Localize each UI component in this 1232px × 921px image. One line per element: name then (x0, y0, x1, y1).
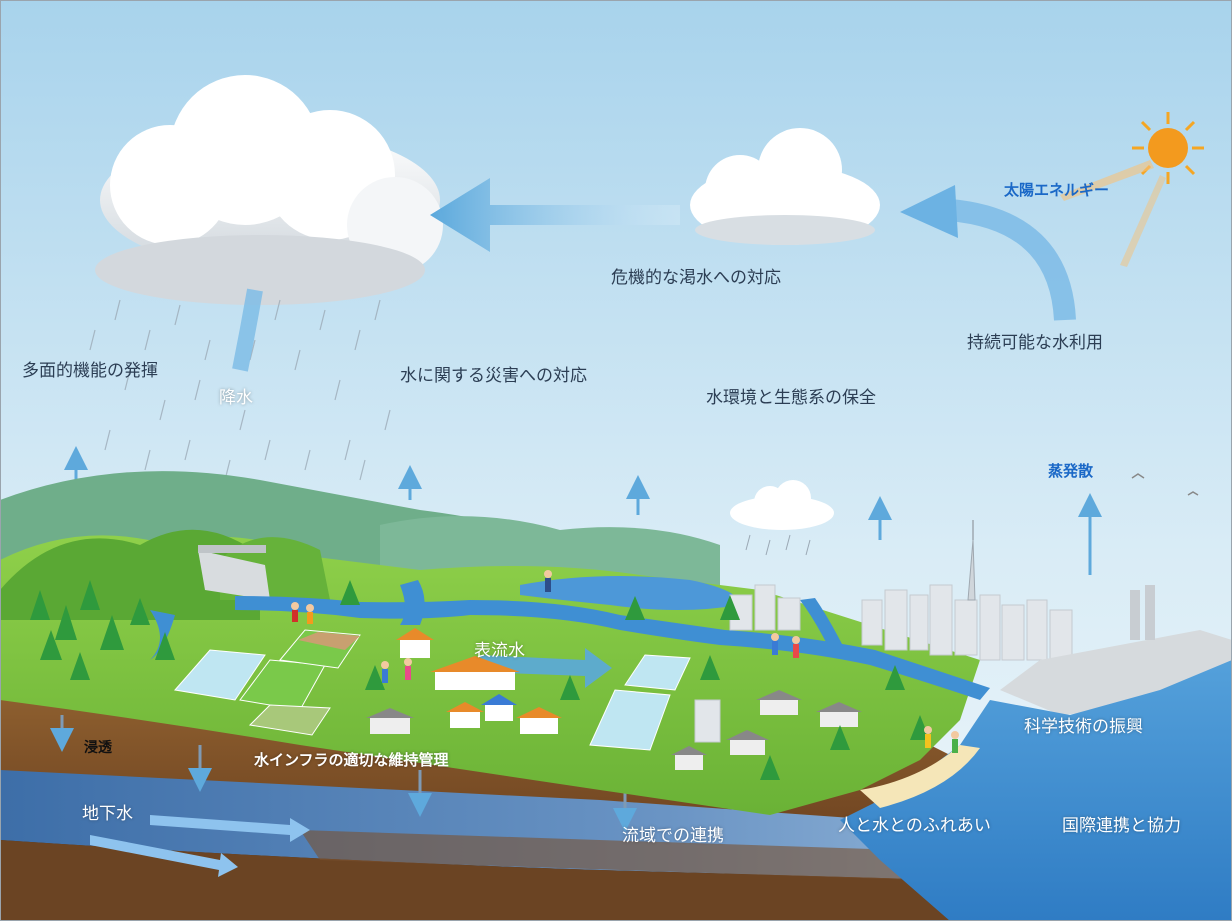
sun-icon (1060, 112, 1204, 267)
basin-cooperation-label: 流域での連携 (622, 826, 724, 846)
disaster-response-label: 水に関する災害への対応 (400, 366, 587, 386)
multifunction-label: 多面的機能の発揮 (22, 361, 158, 381)
evaporation-curve-arrow (900, 185, 1076, 321)
ecosystem-label: 水環境と生態系の保全 (706, 388, 876, 408)
small-rain-cloud-icon (730, 480, 834, 556)
dam-icon (198, 545, 270, 600)
surface-water-arrow (480, 648, 612, 688)
precipitation-label: 降水 (219, 388, 253, 408)
precipitation-arrow (232, 288, 263, 372)
field-icon (174, 629, 691, 751)
cloud-icon (690, 128, 880, 245)
bird-icon (1131, 473, 1199, 496)
building-icon (694, 584, 1073, 743)
tree-icon (30, 580, 930, 780)
evaporation-up-arrows (64, 446, 1102, 575)
international-label: 国際連携と協力 (1062, 816, 1181, 836)
groundwater-flow-arrows (90, 815, 310, 877)
person-icon (291, 570, 959, 753)
drought-response-label: 危機的な渇水への対応 (611, 268, 781, 288)
vapor-transport-arrow (430, 178, 680, 252)
people-water-label: 人と水とのふれあい (838, 816, 991, 836)
infrastructure-label: 水インフラの適切な維持管理 (254, 751, 449, 769)
infiltration-label: 浸透 (84, 740, 112, 756)
sea (840, 620, 1232, 921)
tower-icon (967, 520, 976, 601)
rain-cloud-icon (95, 75, 443, 305)
evapotranspiration-label: 蒸発散 (1048, 462, 1094, 480)
surface-water-label: 表流水 (474, 641, 525, 661)
science-label: 科学技術の振興 (1024, 717, 1143, 737)
house-icon (366, 628, 862, 770)
solar-energy-label: 太陽エネルギー (1004, 181, 1110, 199)
groundwater-label: 地下水 (82, 804, 133, 824)
sustainable-use-label: 持続可能な水利用 (967, 333, 1103, 353)
